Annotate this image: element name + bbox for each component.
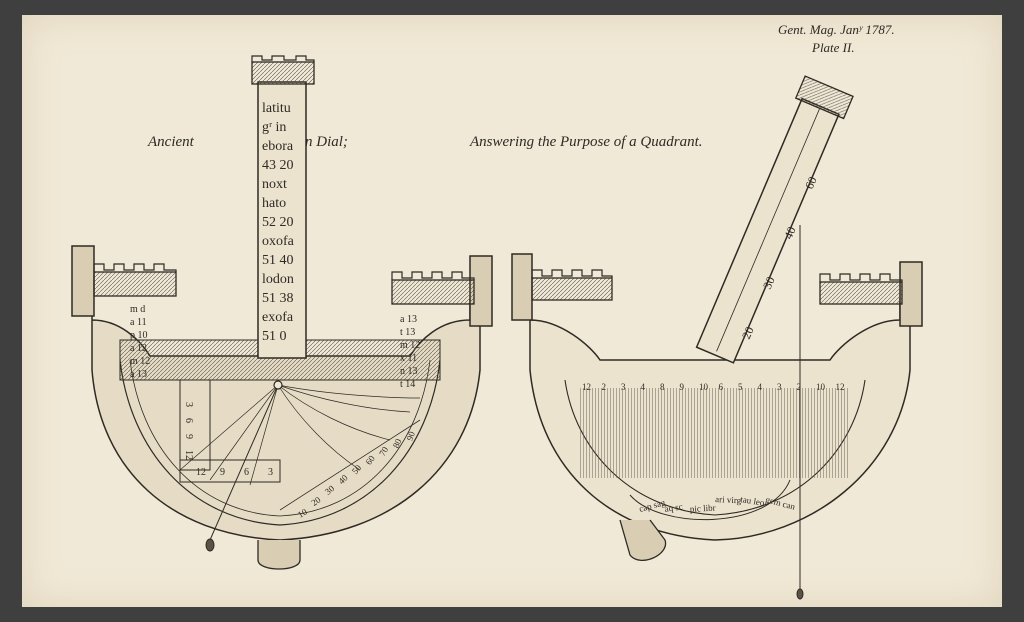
month-table-entry: a 13 (400, 314, 417, 325)
month-table-entry: n 13 (400, 366, 418, 377)
hour-mark: 12 (582, 382, 591, 392)
month-table-entry: t 14 (400, 379, 415, 390)
left-hour-scale: 3 6 9 12 (183, 402, 194, 460)
gnomon-word: noxt (262, 177, 287, 192)
hour-scale-label: 3 (183, 402, 194, 407)
month-table-entry: a 12 (130, 343, 147, 354)
zodiac-sign: ari virg (715, 494, 742, 505)
zodiac-sign: pic libr (690, 503, 716, 514)
hour-scale-label: 9 (183, 434, 194, 439)
hour-mark: 3 (777, 382, 782, 392)
bottom-hour-scale: 12 9 6 3 (196, 467, 273, 478)
hour-mark: 10 (699, 382, 709, 392)
gnomon-inscription: latitu gʳ in ebora 43 20 noxt hato 52 20 oxofa 5… (262, 101, 295, 344)
hour-mark: 4 (641, 382, 646, 392)
hour-scale-label: 6 (183, 418, 194, 423)
hour-mark: 2 (602, 382, 607, 392)
right-month-table: a 13 t 13 m 12 x 11 n 13 t 14 (400, 314, 420, 390)
zodiac-sign: tau leo (740, 494, 766, 508)
zodiac-sign: aq sc (664, 501, 684, 514)
gnomon-word: ebora (262, 139, 294, 154)
hour-mark: 3 (621, 382, 626, 392)
hour-scale-label: 3 (268, 467, 273, 478)
hour-mark: 8 (660, 382, 665, 392)
hour-scale-label: 12 (196, 467, 206, 478)
hour-mark: 6 (719, 382, 724, 392)
hour-mark: 4 (758, 382, 763, 392)
month-table-entry: p 10 (130, 330, 148, 341)
gnomon-word: hato (262, 196, 286, 211)
title-ancient: Ancient (148, 134, 194, 150)
gnomon-word: lodon (262, 272, 294, 287)
month-table-entry: a 13 (130, 369, 147, 380)
arm-scale-label: 20 (739, 324, 757, 341)
month-table-entry: a 11 (130, 317, 147, 328)
gnomon-word: 51 0 (262, 329, 287, 344)
left-month-table: m d a 11 p 10 a 12 m 12 a 13 (130, 304, 150, 380)
quadrant-hour-marks: 12 2 3 4 8 9 10 6 5 4 3 2 10 12 (582, 382, 845, 392)
right-quadrant (511, 75, 923, 600)
arm-degree-scale: 60 40 30 20 (739, 174, 820, 341)
arm-scale-label: 30 (760, 274, 778, 291)
gnomon-word: exofa (262, 310, 294, 325)
hour-mark: 9 (680, 382, 685, 392)
gnomon-word: 52 20 (262, 215, 294, 230)
hour-scale-label: 9 (220, 467, 225, 478)
subtitle-quadrant: Answering the Purpose of a Quadrant. (470, 134, 703, 150)
hour-mark: 5 (738, 382, 743, 392)
left-hour-lines (179, 384, 421, 486)
gnomon-word: 51 40 (262, 253, 294, 268)
left-gnomon-column (257, 81, 307, 359)
month-table-entry: m 12 (130, 356, 150, 367)
arm-scale-label: 40 (781, 224, 799, 241)
hour-scale-label: 12 (183, 450, 194, 460)
degree-label: 90 (404, 430, 417, 442)
hour-mark: 12 (836, 382, 845, 392)
month-table-entry: m 12 (400, 340, 420, 351)
gnomon-word: oxofa (262, 234, 295, 249)
left-plumb-line (209, 384, 279, 541)
plate-caption: Plate II. (812, 40, 855, 55)
arm-scale-label: 60 (802, 174, 820, 191)
gnomon-word: gʳ in (262, 120, 286, 135)
gnomon-word: 51 38 (262, 291, 294, 306)
month-table-entry: m d (130, 304, 145, 315)
left-sundial (71, 55, 493, 570)
hour-scale-label: 6 (244, 467, 249, 478)
gnomon-word: latitu (262, 101, 291, 116)
month-table-entry: x 11 (400, 353, 417, 364)
hour-mark: 2 (797, 382, 802, 392)
hour-mark: 10 (816, 382, 826, 392)
gnomon-word: 43 20 (262, 158, 294, 173)
publisher-caption: Gent. Mag. Janʸ 1787. (778, 22, 895, 37)
month-table-entry: t 13 (400, 327, 415, 338)
